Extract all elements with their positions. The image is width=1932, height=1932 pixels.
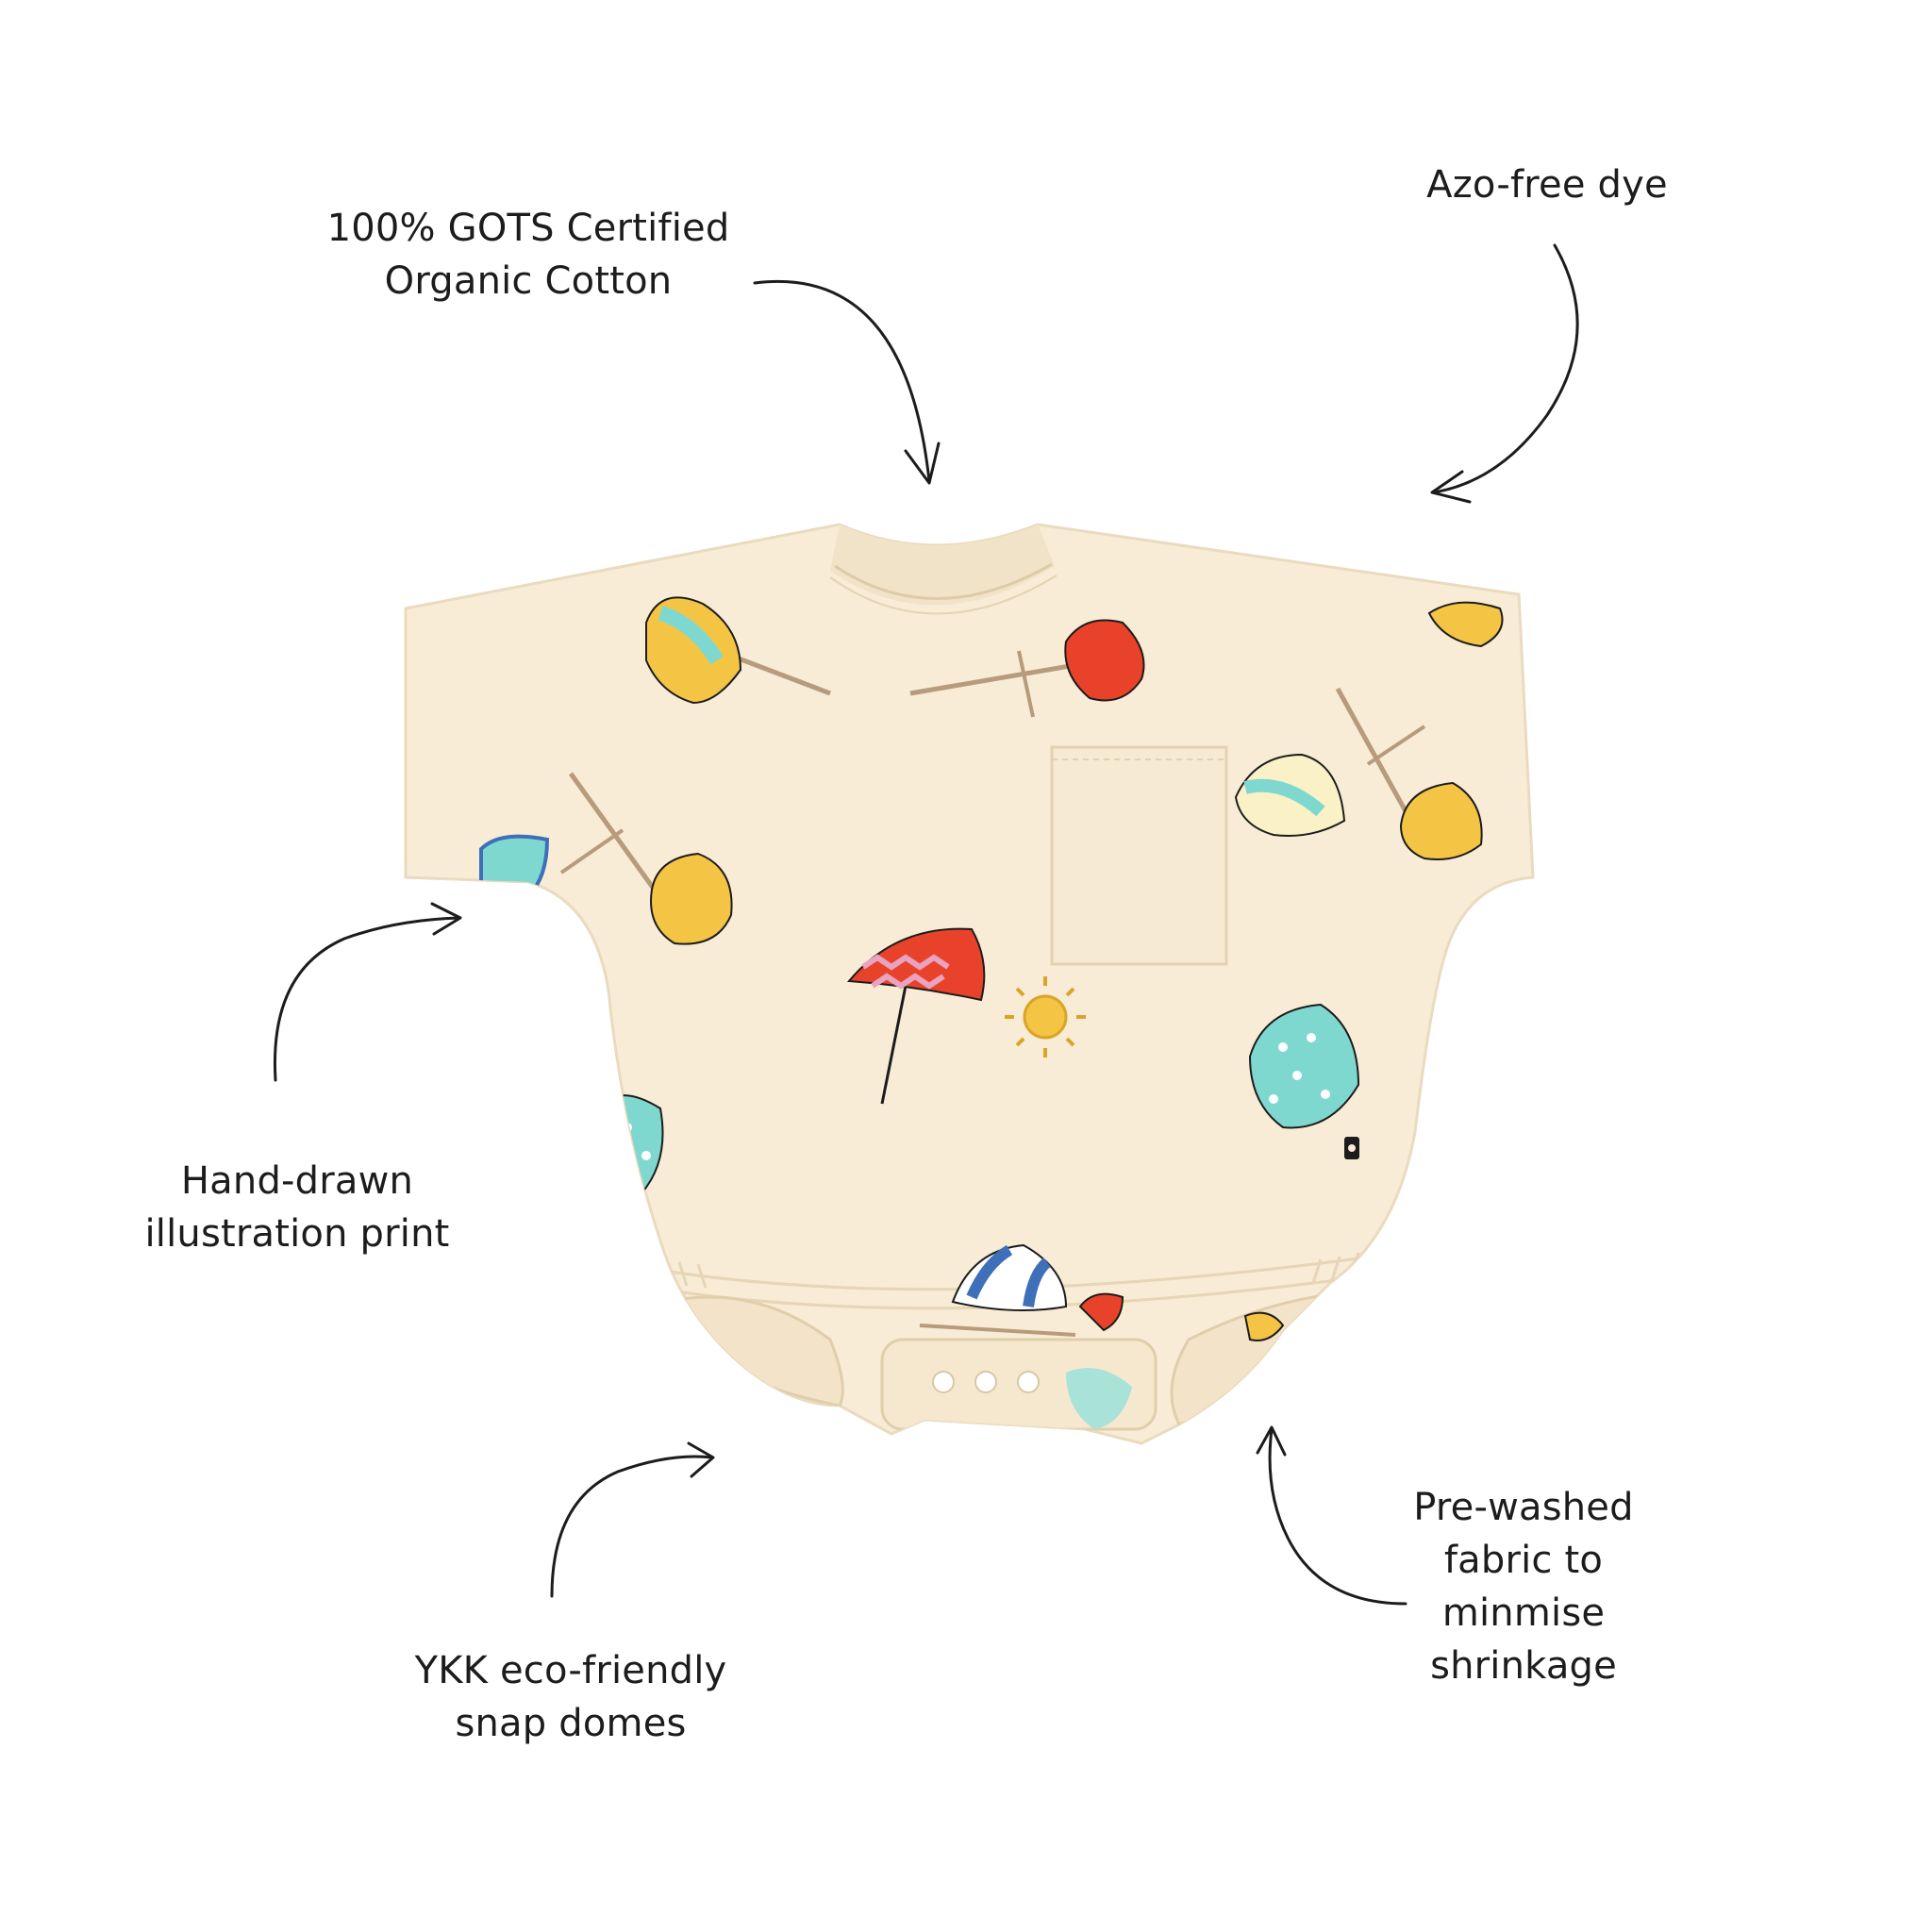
umbrella-zigzag [846,927,986,1105]
snap-dome-2 [974,1371,997,1393]
snap-dome-3 [1017,1371,1040,1393]
umbrella-yellow-right [1427,601,1504,648]
feature-pre-washed: Pre-washed fabric to minmise shrinkage [1368,1481,1679,1692]
umbrella-turquoise-edge [479,834,550,899]
feature-azo-free-dye-line1: Azo-free dye [1426,163,1668,207]
feature-hand-drawn-print: Hand-drawn illustration print [123,1155,472,1260]
feature-pre-washed-line4: shrinkage [1430,1644,1617,1688]
neck-band [830,525,1055,606]
feature-hand-drawn-print-line2: illustration print [144,1212,450,1256]
umbrella-dotted-right [1248,1003,1360,1129]
feature-organic-cotton-line1: 100% GOTS Certified [326,207,730,250]
feature-organic-cotton-line2: Organic Cotton [384,259,673,303]
feature-hand-drawn-print-line1: Hand-drawn [180,1159,414,1203]
feature-snap-domes-line1: YKK eco-friendly [414,1649,727,1692]
sun-motif [1005,976,1086,1058]
feature-pre-washed-line2: fabric to [1443,1539,1604,1582]
umbrella-blue-striped [919,1243,1124,1337]
feature-snap-domes: YKK eco-friendly snap domes [391,1644,750,1750]
feature-azo-free-dye: Azo-free dye [1391,158,1703,211]
umbrella-yellow-turquoise [645,596,831,705]
chest-pocket [1050,745,1228,966]
umbrella-red [909,619,1145,718]
snap-dome-1 [932,1371,955,1393]
feature-pre-washed-line3: minmise [1441,1591,1606,1635]
feature-snap-domes-line2: snap domes [455,1702,687,1745]
feature-organic-cotton: 100% GOTS Certified Organic Cotton [325,202,731,308]
feature-pre-washed-line1: Pre-washed [1413,1486,1634,1529]
umbrella-turquoise-right [1234,687,1483,860]
umbrella-yellow-left [559,772,733,945]
